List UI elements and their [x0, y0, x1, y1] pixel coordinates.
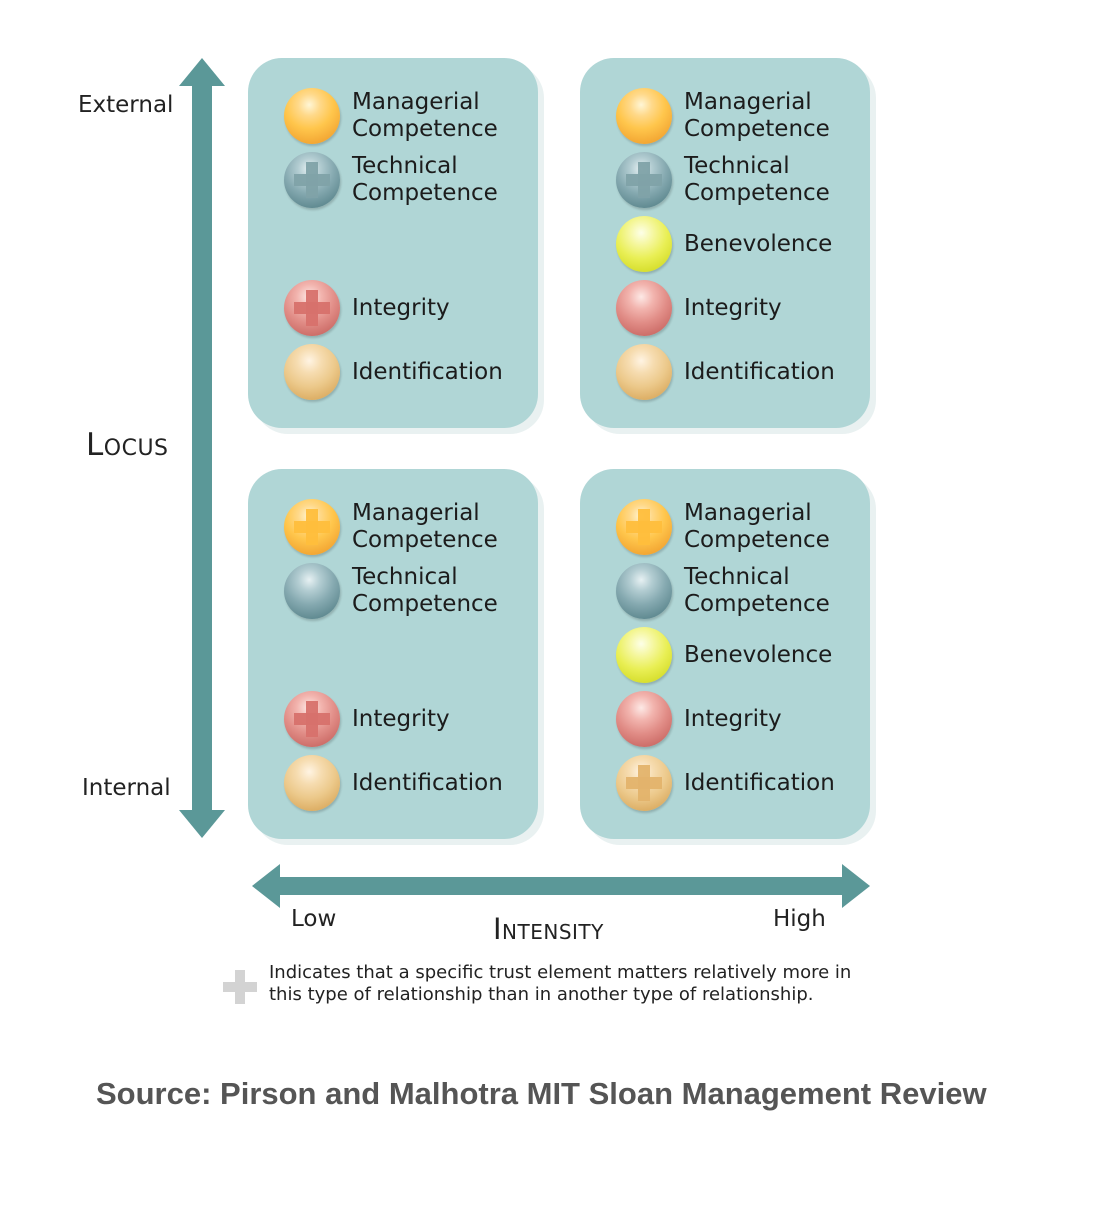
trust-element: Technical Competence — [284, 563, 498, 619]
trust-element-label: Integrity — [684, 705, 782, 732]
trust-element: Integrity — [616, 691, 782, 747]
trust-element-label: Technical Competence — [352, 153, 498, 206]
trust-element: Identification — [284, 755, 503, 811]
trust-element: Managerial Competence — [284, 499, 498, 555]
sphere-icon — [616, 755, 672, 811]
trust-element-label: Integrity — [684, 294, 782, 321]
sphere-icon — [616, 88, 672, 144]
trust-element-label: Integrity — [352, 294, 450, 321]
trust-element-label: Managerial Competence — [352, 89, 498, 142]
locus-axis-arrow — [179, 58, 225, 838]
sphere-icon — [616, 627, 672, 683]
trust-element-label: Benevolence — [684, 641, 833, 668]
trust-element-label: Identification — [352, 358, 503, 385]
sphere-icon — [616, 563, 672, 619]
plus-icon — [294, 290, 330, 326]
trust-element: Technical Competence — [616, 152, 830, 208]
plus-icon — [626, 162, 662, 198]
trust-element: Integrity — [284, 280, 450, 336]
trust-element-label: Managerial Competence — [684, 500, 830, 553]
intensity-high-label: High — [773, 906, 826, 932]
trust-element: Managerial Competence — [616, 88, 830, 144]
trust-element-label: Technical Competence — [684, 153, 830, 206]
plus-icon — [294, 701, 330, 737]
trust-element-label: Integrity — [352, 705, 450, 732]
plus-icon — [294, 162, 330, 198]
sphere-icon — [284, 152, 340, 208]
trust-element: Identification — [284, 344, 503, 400]
plus-icon — [294, 509, 330, 545]
trust-element-label: Identification — [684, 769, 835, 796]
trust-element-label: Managerial Competence — [684, 89, 830, 142]
trust-element: Identification — [616, 755, 835, 811]
plus-icon — [223, 970, 257, 1004]
trust-element: Benevolence — [616, 216, 832, 272]
plus-icon — [626, 509, 662, 545]
sphere-icon — [284, 691, 340, 747]
sphere-icon — [616, 280, 672, 336]
sphere-icon — [284, 563, 340, 619]
locus-axis-title: Locus — [86, 427, 169, 463]
trust-element: Managerial Competence — [616, 499, 830, 555]
sphere-icon — [284, 344, 340, 400]
sphere-icon — [284, 755, 340, 811]
trust-element: Technical Competence — [284, 152, 498, 208]
locus-internal-label: Internal — [82, 775, 171, 801]
sphere-icon — [616, 344, 672, 400]
trust-element-label: Technical Competence — [684, 564, 830, 617]
sphere-icon — [616, 152, 672, 208]
sphere-icon — [616, 691, 672, 747]
legend: Indicates that a specific trust element … — [221, 962, 889, 1006]
sphere-icon — [284, 280, 340, 336]
trust-element: Technical Competence — [616, 563, 830, 619]
trust-element: Integrity — [616, 280, 782, 336]
trust-element: Benevolence — [616, 627, 832, 683]
legend-text: Indicates that a specific trust element … — [269, 962, 852, 1005]
locus-external-label: External — [78, 92, 174, 118]
plus-icon — [626, 765, 662, 801]
sphere-icon — [284, 499, 340, 555]
intensity-axis-arrow — [252, 864, 870, 908]
trust-element-label: Benevolence — [684, 230, 833, 257]
trust-element-label: Managerial Competence — [352, 500, 498, 553]
trust-element: Integrity — [284, 691, 450, 747]
intensity-low-label: Low — [291, 906, 337, 932]
intensity-axis-title: Intensity — [493, 912, 604, 946]
trust-element-label: Technical Competence — [352, 564, 498, 617]
sphere-icon — [616, 499, 672, 555]
sphere-icon — [284, 88, 340, 144]
trust-element-label: Identification — [684, 358, 835, 385]
trust-element: Identification — [616, 344, 835, 400]
trust-element-label: Identification — [352, 769, 503, 796]
trust-element: Managerial Competence — [284, 88, 498, 144]
source-caption: Source: Pirson and Malhotra MIT Sloan Ma… — [96, 1076, 987, 1111]
sphere-icon — [616, 216, 672, 272]
